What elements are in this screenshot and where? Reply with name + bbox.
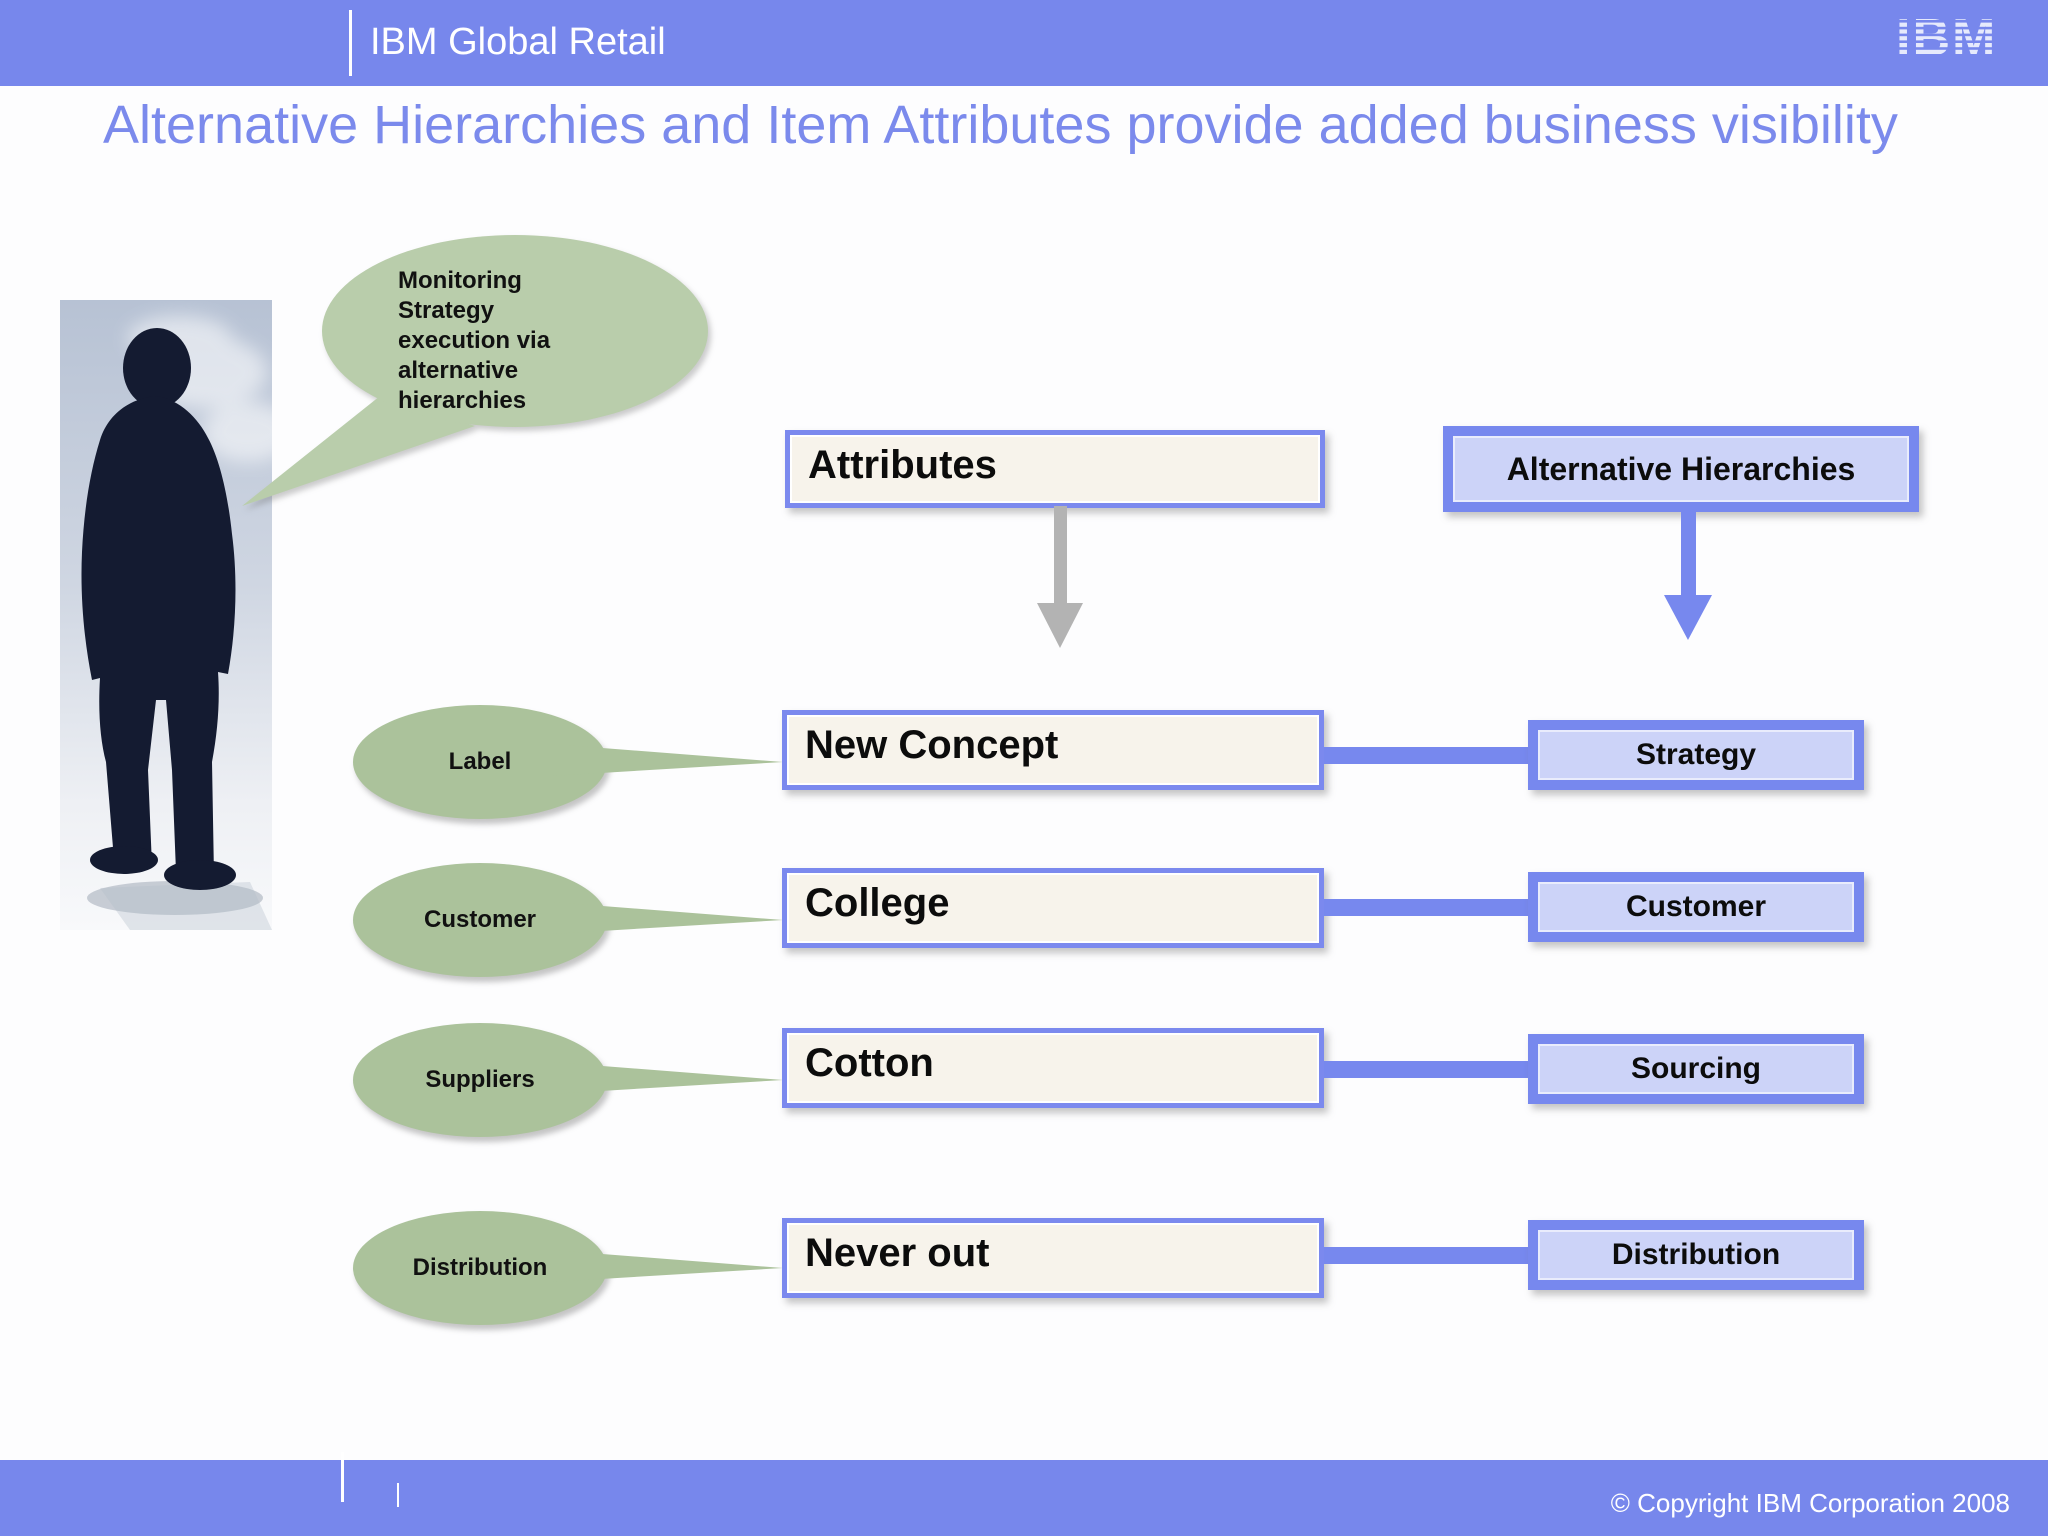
- hierarchy-box: Strategy: [1528, 720, 1864, 790]
- ibm-logo-icon: IBM: [1896, 9, 1997, 64]
- attribute-label: Cotton: [805, 1041, 934, 1085]
- attribute-box: New Concept: [782, 710, 1324, 790]
- hierarchy-box: Customer: [1528, 872, 1864, 942]
- footer-divider-small: [397, 1483, 399, 1507]
- hierarchies-header-box: Alternative Hierarchies: [1443, 426, 1919, 512]
- hierarchy-label: Customer: [1625, 890, 1767, 923]
- row-connector: [1324, 1061, 1528, 1078]
- row-connector: [1324, 899, 1528, 916]
- oval-pointer: [551, 1062, 783, 1094]
- down-arrow-gray-icon: [1037, 506, 1083, 648]
- row-connector: [1324, 747, 1528, 764]
- tag-oval: Customer: [353, 863, 607, 977]
- ibm-logo-text: IBM: [1896, 9, 1997, 64]
- hierarchy-box: Distribution: [1528, 1220, 1864, 1290]
- row-connector: [1324, 1247, 1528, 1264]
- businessman-silhouette-icon: [60, 300, 272, 930]
- hierarchy-box: Sourcing: [1528, 1034, 1864, 1104]
- hierarchy-label: Distribution: [1611, 1238, 1781, 1271]
- oval-pointer: [551, 744, 783, 776]
- oval-pointer: [551, 1250, 783, 1282]
- speech-bubble-icon: [242, 235, 708, 506]
- tag-label: Customer: [423, 906, 537, 933]
- attributes-header-box: Attributes: [785, 430, 1325, 508]
- hierarchies-header-label: Alternative Hierarchies: [1506, 450, 1856, 487]
- header-bar: [0, 0, 2048, 86]
- hierarchy-label: Sourcing: [1630, 1052, 1761, 1085]
- attribute-box: College: [782, 868, 1324, 948]
- attributes-header-label: Attributes: [808, 443, 997, 487]
- tag-label: Label: [448, 748, 512, 775]
- attribute-label: New Concept: [805, 723, 1059, 767]
- header-brand: IBM Global Retail: [370, 21, 666, 63]
- tag-label: Suppliers: [425, 1066, 535, 1093]
- oval-pointer: [551, 902, 783, 934]
- speech-bubble-text: Monitoring Strategy execution via altern…: [398, 267, 551, 414]
- tag-label: Distribution: [412, 1254, 548, 1281]
- hierarchy-label: Strategy: [1635, 738, 1757, 771]
- page-title: Alternative Hierarchies and Item Attribu…: [103, 95, 1898, 155]
- attribute-box: Never out: [782, 1218, 1324, 1298]
- copyright-text: © Copyright IBM Corporation 2008: [1610, 1488, 2010, 1518]
- down-arrow-blue-icon: [1664, 510, 1712, 640]
- footer-divider: [341, 1452, 344, 1502]
- attribute-label: Never out: [805, 1231, 990, 1275]
- header-divider: [349, 10, 352, 76]
- attribute-box: Cotton: [782, 1028, 1324, 1108]
- attribute-label: College: [805, 881, 950, 925]
